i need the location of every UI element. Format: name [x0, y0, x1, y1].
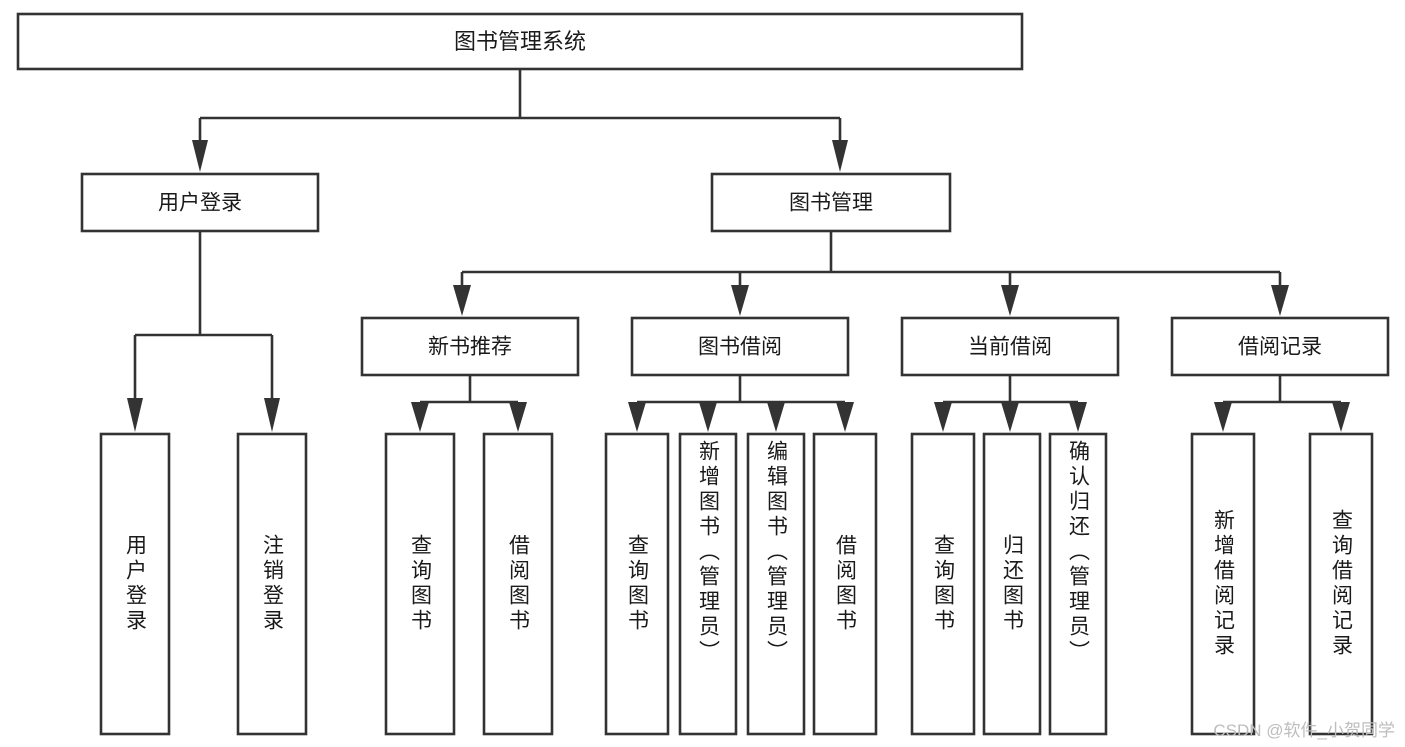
leaf-box-user-login[interactable]: [99, 432, 171, 736]
leaf-box-logout[interactable]: [236, 432, 308, 736]
arrow-icon-leaf-logout: [264, 398, 280, 432]
leaf-box-bb-borrow-book[interactable]: [812, 432, 878, 736]
leaf-box-bb-edit-book[interactable]: [746, 432, 806, 736]
node-borrow-record[interactable]: 借阅记录: [1170, 316, 1390, 377]
arrow-icon-to-book-borrow: [731, 285, 749, 316]
node-book-borrow-label: 图书借阅: [698, 336, 782, 359]
node-root-box[interactable]: [16, 12, 1024, 71]
arrow-icon-to-user-login: [192, 140, 208, 172]
node-current-borrow[interactable]: 当前借阅: [900, 316, 1120, 377]
node-book-management[interactable]: 图书管理: [710, 172, 952, 233]
arrow-icon-cb-confirm-return: [1069, 402, 1087, 432]
arrow-icon-to-borrow-record: [1271, 285, 1289, 316]
arrow-icon-bb-edit-book: [767, 402, 785, 432]
arrow-icon-cb-return-book: [1001, 402, 1019, 432]
connector-borrow-record-to-leaves: [1214, 375, 1350, 432]
leaf-box-nbr-borrow-book[interactable]: [482, 432, 554, 736]
arrow-icon-nbr-borrow-book: [509, 402, 527, 432]
connector-new-book-rec-to-leaves: [411, 375, 527, 432]
arrow-icon-to-book-manage: [832, 140, 848, 172]
node-book-management-box[interactable]: [710, 172, 952, 233]
node-user-login[interactable]: 用户登录: [80, 172, 320, 233]
leaf-box-nbr-query-book[interactable]: [384, 432, 456, 736]
leaf-box-br-add-record[interactable]: [1190, 432, 1256, 736]
node-book-management-label: 图书管理: [789, 192, 873, 215]
leaf-box-bb-query-book[interactable]: [604, 432, 670, 736]
node-current-borrow-box[interactable]: [900, 316, 1120, 377]
node-root-book-management-system[interactable]: 图书管理系统: [16, 12, 1024, 71]
node-new-book-recommend-label: 新书推荐: [428, 336, 512, 359]
node-user-login-box[interactable]: [80, 172, 320, 233]
leaf-box-cb-return-book[interactable]: [982, 432, 1042, 736]
connector-book-borrow-to-leaves: [628, 375, 854, 432]
csdn-watermark: CSDN @软件_小贺同学: [1213, 721, 1395, 740]
node-book-borrow[interactable]: 图书借阅: [630, 316, 850, 377]
connector-user-login-to-leaves: [127, 231, 280, 432]
arrow-icon-cb-query-book: [934, 402, 952, 432]
connector-current-borrow-to-leaves: [934, 375, 1087, 432]
node-borrow-record-box[interactable]: [1170, 316, 1390, 377]
leaf-box-cb-confirm-return[interactable]: [1048, 432, 1108, 736]
connector-root-to-level1: [192, 69, 848, 172]
arrow-icon-br-add-record: [1214, 402, 1232, 432]
node-user-login-label: 用户登录: [158, 192, 242, 215]
node-root-label: 图书管理系统: [454, 29, 586, 54]
leaf-box-cb-query-book[interactable]: [910, 432, 976, 736]
leaf-box-bb-add-book[interactable]: [678, 432, 738, 736]
arrow-icon-bb-add-book: [699, 402, 717, 432]
arrow-icon-br-query-record: [1332, 402, 1350, 432]
arrow-icon-nbr-query-book: [411, 402, 429, 432]
connector-book-manage-to-level2: [453, 231, 1289, 316]
arrow-icon-to-current-borrow: [1001, 285, 1019, 316]
node-current-borrow-label: 当前借阅: [968, 336, 1052, 359]
arrow-icon-to-new-book-rec: [453, 285, 471, 316]
arrow-icon-bb-borrow-book: [836, 402, 854, 432]
node-new-book-recommend[interactable]: 新书推荐: [360, 316, 580, 377]
leaf-box-br-query-record[interactable]: [1308, 432, 1374, 736]
node-borrow-record-label: 借阅记录: [1238, 336, 1322, 359]
node-new-book-recommend-box[interactable]: [360, 316, 580, 377]
arrow-icon-leaf-user-login: [127, 398, 143, 432]
arrow-icon-bb-query-book: [628, 402, 646, 432]
node-book-borrow-box[interactable]: [630, 316, 850, 377]
